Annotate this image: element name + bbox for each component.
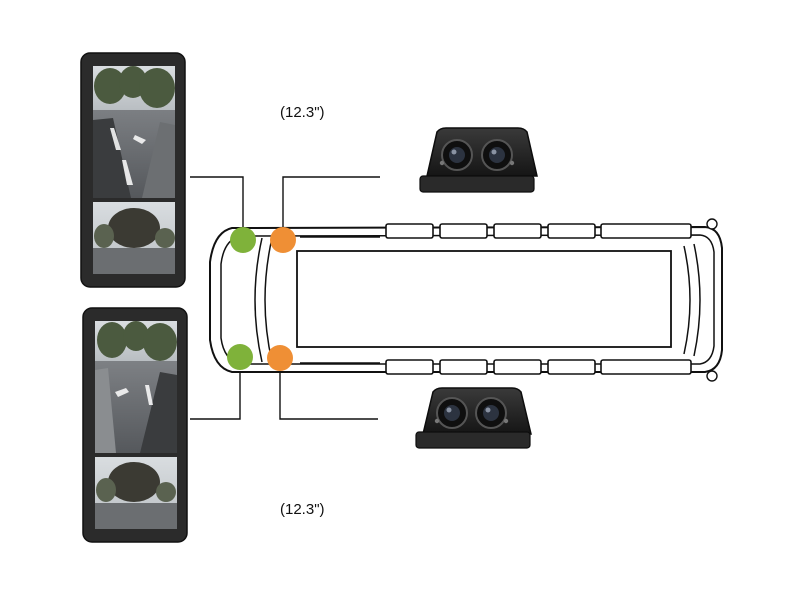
dual-lens-side-camera-icon bbox=[419, 127, 538, 193]
side-camera-bottom bbox=[415, 387, 532, 449]
connector-lines bbox=[190, 176, 380, 420]
mirror-monitor-top bbox=[80, 52, 186, 288]
bus-top-view-icon bbox=[209, 218, 723, 382]
side-camera-dot-top bbox=[270, 227, 296, 253]
monitor-camera-dot-top bbox=[230, 227, 256, 253]
monitor-size-label-bottom: (12.3") bbox=[280, 501, 325, 518]
monitor-camera-dot-bottom bbox=[227, 344, 253, 370]
dual-lens-side-camera-icon bbox=[415, 387, 532, 449]
camera-position-dots bbox=[227, 227, 296, 371]
monitor-size-label-top: (12.3") bbox=[280, 104, 325, 121]
side-camera-top bbox=[419, 127, 538, 193]
mirror-monitor-bottom bbox=[82, 307, 188, 543]
side-camera-dot-bottom bbox=[267, 345, 293, 371]
